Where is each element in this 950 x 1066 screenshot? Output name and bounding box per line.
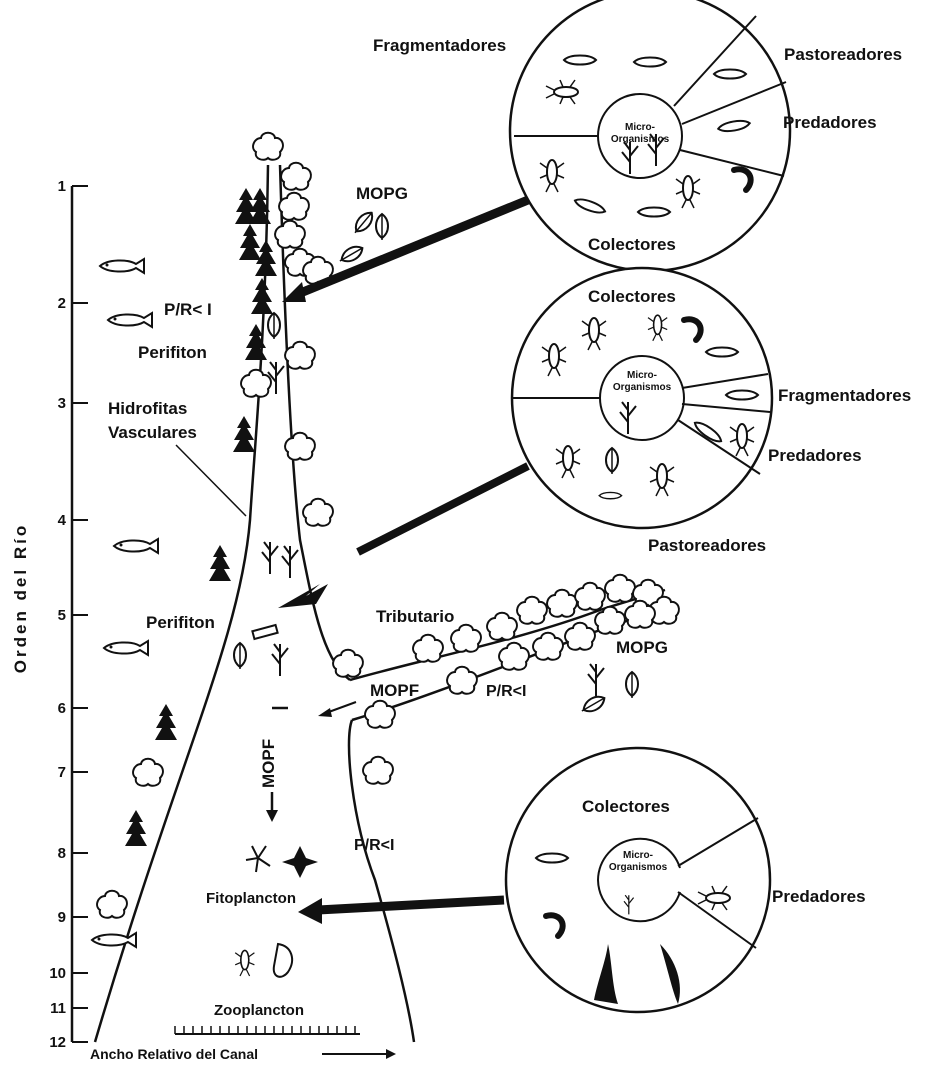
fitoplancton-label: Fitoplancton (206, 890, 296, 907)
fish-icon (92, 933, 136, 947)
axis-tick-label: 12 (49, 1034, 66, 1051)
svg-text:Organismos: Organismos (613, 382, 672, 393)
axis-tick-label: 1 (58, 178, 66, 195)
tributario-label: Tributario (376, 607, 454, 626)
svg-text:Organismos: Organismos (609, 862, 668, 873)
svg-text:Micro-: Micro- (627, 370, 657, 381)
axis-tick-label: 5 (58, 607, 66, 624)
perifiton-label-mid: Perifiton (146, 613, 215, 632)
channel-width-axis: Ancho Relativo del Canal (90, 1026, 396, 1062)
axis-tick-label: 9 (58, 909, 66, 926)
pr-label-upper: P/R< I (164, 300, 212, 319)
mopf-label-trib: MOPF (370, 681, 419, 700)
fish-icon (104, 641, 148, 655)
mopg-label-upper: MOPG (356, 184, 408, 203)
tributary-debris-icon (579, 664, 638, 716)
svg-text:Micro-: Micro- (623, 850, 653, 861)
feeding-circle-middle: Micro- Organismos Colectores Fragmentado… (512, 268, 911, 555)
pr-label-trib: P/R<I (486, 683, 526, 700)
circle1-fragmentadores: Fragmentadores (373, 36, 506, 55)
circle2-colectores: Colectores (588, 287, 676, 306)
axis-tick-label: 7 (58, 764, 66, 781)
hidrofitas-label: Hidrofitas (108, 399, 187, 418)
perifiton-label-upper: Perifiton (138, 343, 207, 362)
axis-tick-label: 3 (58, 395, 66, 412)
fish-icon (114, 539, 158, 553)
axis-tick-label: 8 (58, 845, 66, 862)
fish-group (92, 259, 158, 947)
axis-tick-label: 4 (58, 512, 67, 529)
circle2-fragmentadores: Fragmentadores (778, 386, 911, 405)
zooplankton-icon (235, 944, 292, 977)
flow-arrows (278, 200, 528, 924)
axis-tick-label: 6 (58, 700, 66, 717)
circle1-predadores: Predadores (783, 113, 877, 132)
circle3-predadores: Predadores (772, 887, 866, 906)
feeding-circle-lower: Micro- Organismos Colectores Predadores (506, 748, 866, 1012)
fish-icon (100, 259, 144, 273)
axis-title: Orden del Río (11, 523, 30, 673)
axis-tick-label: 11 (50, 1000, 66, 1017)
zooplancton-label: Zooplancton (214, 1002, 304, 1019)
circle1-colectores: Colectores (588, 235, 676, 254)
phytoplankton-icon (246, 846, 318, 878)
channel-width-label: Ancho Relativo del Canal (90, 1046, 258, 1062)
mopg-label-trib: MOPG (616, 638, 668, 657)
vasculares-label: Vasculares (108, 423, 197, 442)
circle1-pastoreadores: Pastoreadores (784, 45, 902, 64)
axis-tick-label: 2 (58, 295, 66, 312)
mopf-label-vertical: MOPF (259, 739, 278, 788)
axis-tick-label: 10 (49, 965, 66, 982)
svg-text:Micro-: Micro- (625, 122, 655, 133)
circle2-pastoreadores: Pastoreadores (648, 536, 766, 555)
pr-label-lower: P/R<I (354, 837, 394, 854)
circle3-colectores: Colectores (582, 797, 670, 816)
fish-icon (108, 313, 152, 327)
circle2-predadores: Predadores (768, 446, 862, 465)
